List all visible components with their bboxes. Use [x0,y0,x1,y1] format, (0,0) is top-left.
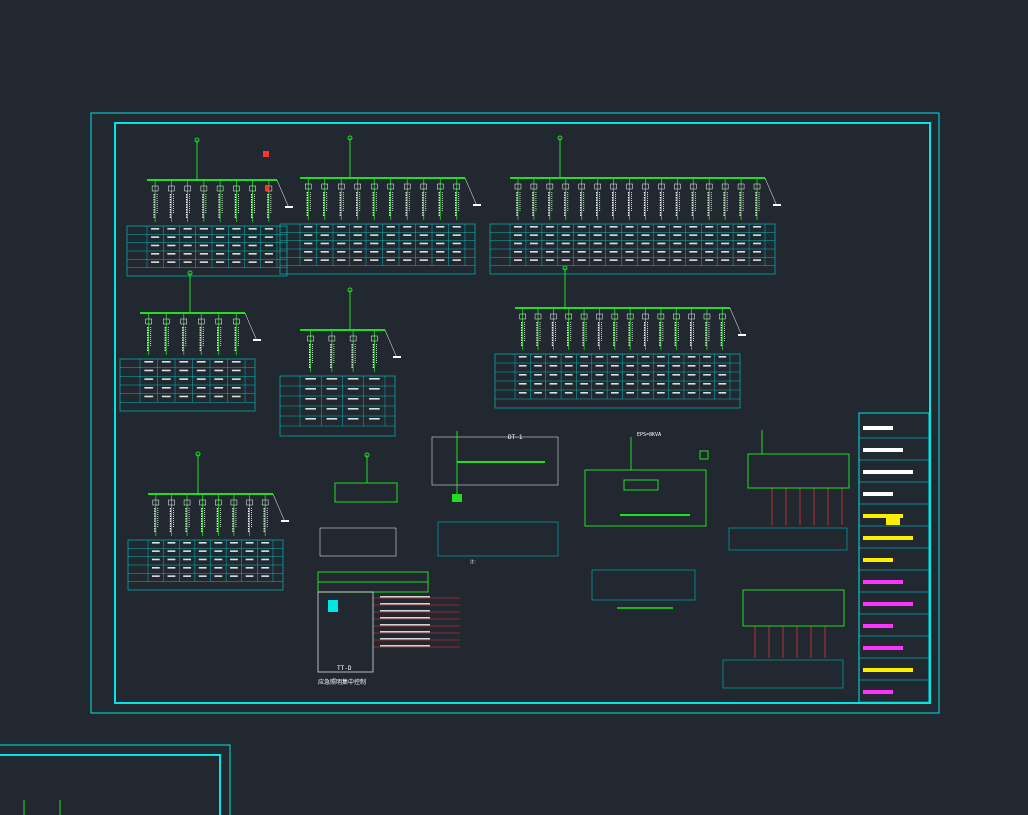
eps-label: EPS=8KVA [637,432,661,438]
tt-label: TT-D [337,665,352,672]
title-block [858,412,930,704]
panel-mid-center [279,287,401,437]
outer-frame [90,112,940,714]
panel-top-right [489,135,781,275]
bottom-caption: 应急照明集中控制 [318,678,366,686]
panel-mid-left [119,270,261,412]
eps-panel: EPS=8KVA [584,432,709,609]
right-boxes [722,430,850,689]
panel-top-center [279,135,481,275]
panel-top-left [126,137,293,277]
dt1-label: DT-1 [508,434,523,441]
dt1-note: 注： [470,558,478,564]
panel-mid-right [494,265,746,409]
small-box-diagram [319,452,398,557]
distribution-panels [119,135,843,658]
second-sheet-partial [0,744,231,815]
inner-frame [114,122,931,704]
emergency-controller: TT-D 应急照明集中控制 [317,571,429,686]
dt1-panel: DT-1 注： [431,431,559,564]
panel-bottom-left [127,451,289,591]
